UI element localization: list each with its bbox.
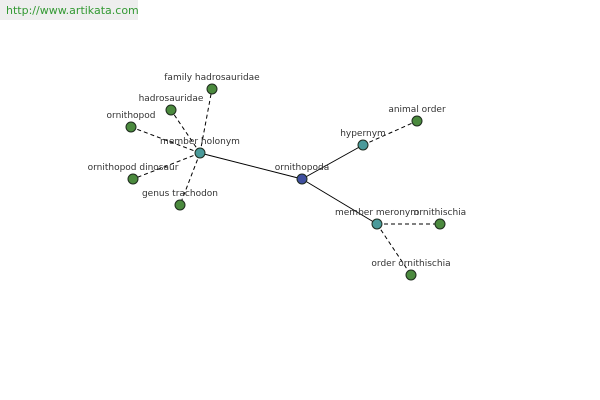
node-family-hadrosauridae[interactable] — [206, 83, 218, 95]
node-member-holonym[interactable] — [194, 147, 206, 159]
node-ornithopod[interactable] — [125, 121, 137, 133]
edge-member-holonym-ornithopod — [130, 126, 201, 154]
label-ornithopod: ornithopod — [107, 111, 156, 121]
node-order-ornithischia[interactable] — [405, 269, 417, 281]
edge-hypernym-animal-order — [362, 120, 418, 146]
label-ornithopod-dinosaur: ornithopod dinosaur — [88, 163, 179, 173]
node-ornithischia[interactable] — [434, 218, 446, 230]
label-member-meronym: member meronym — [335, 208, 419, 218]
node-member-meronym[interactable] — [371, 218, 383, 230]
label-animal-order: animal order — [388, 105, 446, 115]
node-animal-order[interactable] — [411, 115, 423, 127]
edge-hypernym — [301, 144, 364, 180]
watermark-banner: http://www.artikata.com — [0, 0, 139, 20]
node-hadrosauridae[interactable] — [165, 104, 177, 116]
watermark-url: http://www.artikata.com — [6, 4, 139, 17]
edge-member-holonym-family-hadrosauridae — [199, 88, 213, 154]
node-ornithopoda[interactable] — [296, 173, 308, 185]
label-genus-trachodon: genus trachodon — [142, 189, 218, 199]
edge-member-holonym-ornithopod-dinosaur — [132, 152, 201, 180]
graph-nodes — [125, 83, 446, 281]
label-order-ornithischia: order ornithischia — [371, 259, 450, 269]
edge-member-holonym — [199, 152, 303, 180]
edge-member-holonym-genus-trachodon — [179, 152, 201, 206]
node-genus-trachodon[interactable] — [174, 199, 186, 211]
label-hadrosauridae: hadrosauridae — [139, 94, 204, 104]
edge-member-meronym — [301, 178, 378, 225]
graph-labels: ornithopoda member holonym family hadrosau… — [88, 73, 467, 269]
node-hypernym[interactable] — [357, 139, 369, 151]
label-member-holonym: member holonym — [160, 137, 240, 147]
label-family-hadrosauridae: family hadrosauridae — [164, 73, 260, 83]
label-ornithischia: ornithischia — [414, 208, 466, 218]
label-hypernym: hypernym — [340, 129, 386, 139]
edge-member-meronym-order-ornithischia — [376, 223, 412, 276]
label-ornithopoda: ornithopoda — [275, 163, 329, 173]
edge-member-holonym-hadrosauridae — [170, 109, 201, 154]
node-ornithopod-dinosaur[interactable] — [127, 173, 139, 185]
graph-edges — [130, 88, 440, 276]
